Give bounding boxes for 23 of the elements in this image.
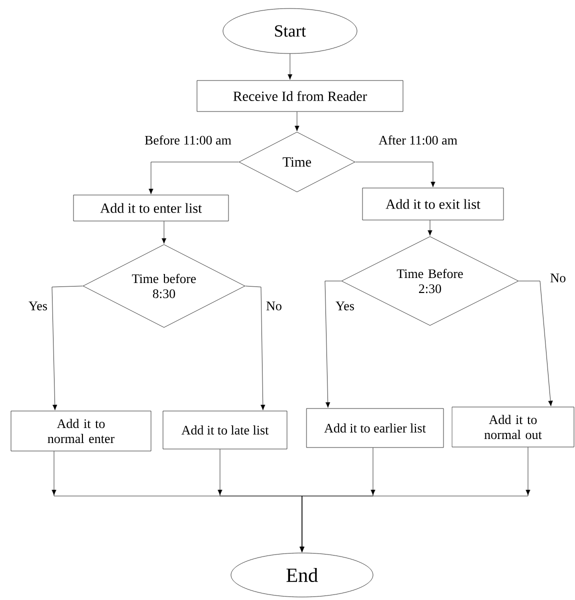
arrow xyxy=(52,286,83,410)
arrow xyxy=(245,286,266,410)
edge-label: No xyxy=(266,302,282,310)
edge-label: Yes xyxy=(28,302,47,310)
arrow xyxy=(162,221,166,244)
arrow xyxy=(324,280,342,408)
edge-label: No xyxy=(550,274,566,282)
edge-label: After 11:00 am xyxy=(378,135,458,145)
process-box: Add it to normal enter xyxy=(10,410,152,452)
arrow xyxy=(288,54,292,80)
process-box: Add it to normal out xyxy=(452,406,574,448)
process-box: Add it to late list xyxy=(162,410,288,450)
process-box: Add it to enter list xyxy=(73,194,229,222)
process-box: Receive Id from Reader xyxy=(196,80,404,112)
edge-label: Before 11:00 am xyxy=(144,135,232,145)
arrow xyxy=(428,220,432,236)
arrow xyxy=(300,447,530,552)
arrow xyxy=(355,162,436,188)
arrow xyxy=(148,162,239,194)
process-box: Add it to exit list xyxy=(362,188,504,220)
arrow xyxy=(294,112,300,132)
process-box: Add it to earlier list xyxy=(306,408,444,448)
arrow xyxy=(518,280,553,406)
